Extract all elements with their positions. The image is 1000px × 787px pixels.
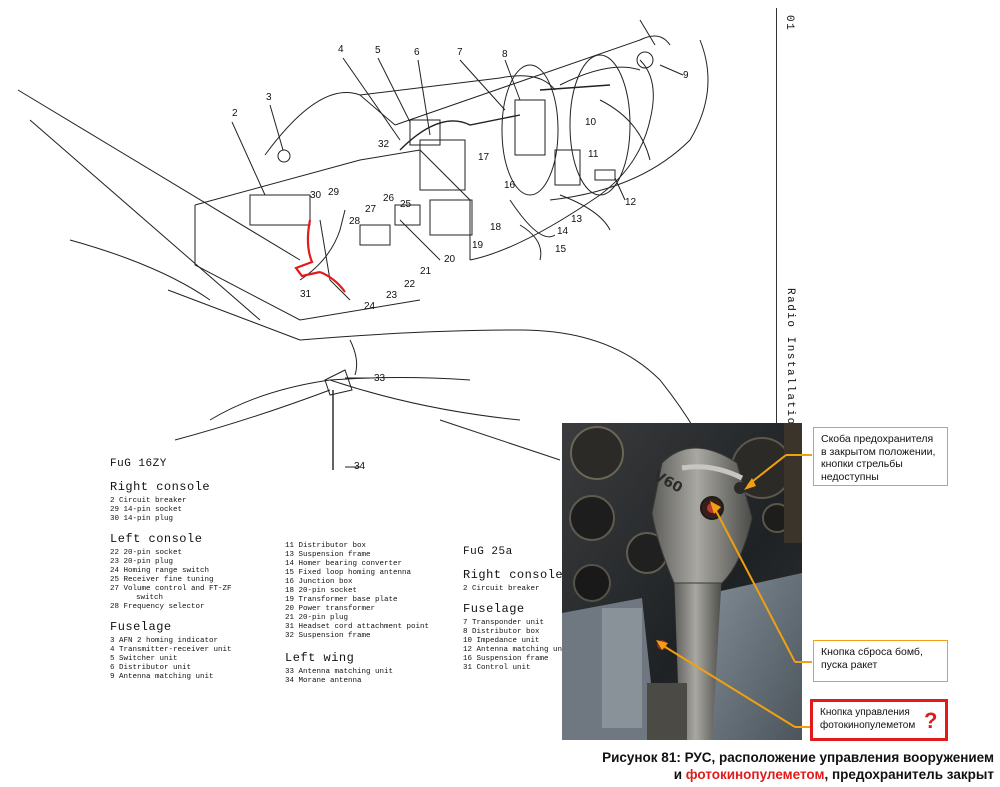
caption-pre: и bbox=[673, 767, 686, 782]
caption-post: , предохранитель закрыт bbox=[824, 767, 994, 782]
legend-item: 28 Frequency selector bbox=[110, 603, 205, 611]
legend-heading: Fuselage bbox=[463, 602, 525, 616]
diagram-label-20: 20 bbox=[444, 254, 456, 265]
diagram-label-14: 14 bbox=[557, 226, 569, 237]
legend-item: 31 Headset cord attachment point bbox=[285, 623, 430, 631]
legend-item: 32 Suspension frame bbox=[285, 632, 371, 640]
diagram-label-23: 23 bbox=[386, 290, 398, 301]
legend-heading: Right console bbox=[463, 568, 564, 582]
diagram-label-25: 25 bbox=[400, 199, 412, 210]
diagram-label-33: 33 bbox=[374, 373, 386, 384]
diagram-label-4: 4 bbox=[338, 44, 344, 55]
legend-fug25a: FuG 25a Right console 2 Circuit breaker … bbox=[463, 546, 571, 681]
question-mark-icon: ? bbox=[924, 708, 938, 733]
diagram-label-7: 7 bbox=[457, 47, 463, 58]
diagram-label-34: 34 bbox=[354, 461, 366, 472]
diagram-label-2: 2 bbox=[232, 108, 238, 119]
legend-item: 23 20-pin plug bbox=[110, 558, 174, 566]
legend-item: 3 AFN 2 homing indicator bbox=[110, 637, 219, 645]
control-stick-photo: V60 bbox=[562, 423, 802, 740]
legend-item: 11 Distributor box bbox=[285, 542, 367, 550]
diagram-label-5: 5 bbox=[375, 45, 381, 56]
diagram-label-12: 12 bbox=[625, 197, 637, 208]
legend-item: 18 20-pin socket bbox=[285, 587, 358, 595]
legend-item: 21 20-pin plug bbox=[285, 614, 349, 622]
legend-item: 33 Antenna matching unit bbox=[285, 668, 394, 676]
legend-item: 19 Transformer base plate bbox=[285, 596, 398, 604]
diagram-label-10: 10 bbox=[585, 117, 597, 128]
legend-item: 16 Suspension frame bbox=[463, 655, 549, 663]
legend-item: 2 Circuit breaker bbox=[463, 585, 540, 593]
legend-item: 34 Morane antenna bbox=[285, 677, 362, 685]
diagram-label-29: 29 bbox=[328, 187, 340, 198]
legend-fug16zy-extra: 11 Distributor box 13 Suspension frame 1… bbox=[285, 542, 429, 694]
diagram-label-11: 11 bbox=[588, 149, 599, 160]
legend-item: 22 20-pin socket bbox=[110, 549, 183, 557]
diagram-label-19: 19 bbox=[472, 240, 484, 251]
legend-heading: Fuselage bbox=[110, 620, 172, 634]
callout-bomb-button: Кнопка сброса бомб, пуска ракет bbox=[813, 640, 948, 682]
legend-item: 4 Transmitter-receiver unit bbox=[110, 646, 232, 654]
caption-line-2: и фотокинопулеметом, предохранитель закр… bbox=[602, 766, 994, 783]
legend-item: 16 Junction box bbox=[285, 578, 353, 586]
legend-title: FuG 25a bbox=[463, 546, 513, 558]
diagram-label-28: 28 bbox=[349, 216, 361, 227]
legend-fug16zy: FuG 16ZY Right console 2 Circuit breaker… bbox=[110, 458, 232, 690]
page-divider bbox=[776, 8, 777, 423]
legend-item: 7 Transponder unit bbox=[463, 619, 545, 627]
diagram-label-31: 31 bbox=[300, 289, 312, 300]
legend-item: 9 Antenna matching unit bbox=[110, 673, 214, 681]
diagram-label-22: 22 bbox=[404, 279, 416, 290]
legend-item: 13 Suspension frame bbox=[285, 551, 371, 559]
diagram-label-21: 21 bbox=[420, 266, 432, 277]
legend-heading: Left wing bbox=[285, 651, 355, 665]
wing-edge-line bbox=[17, 89, 301, 261]
diagram-label-30: 30 bbox=[310, 190, 322, 201]
diagram-label-18: 18 bbox=[490, 222, 502, 233]
diagram-label-16: 16 bbox=[504, 180, 516, 191]
diagram-label-26: 26 bbox=[383, 193, 395, 204]
diagram-label-32: 32 bbox=[378, 139, 390, 150]
diagram-label-27: 27 bbox=[365, 204, 377, 215]
legend-item: 6 Distributor unit bbox=[110, 664, 192, 672]
legend-item: 29 14-pin socket bbox=[110, 506, 183, 514]
legend-item: 8 Distributor box bbox=[463, 628, 540, 636]
legend-heading: Right console bbox=[110, 480, 211, 494]
legend-item: 27 Volume control and FT-ZF bbox=[110, 585, 232, 593]
legend-item: 10 Impedance unit bbox=[463, 637, 540, 645]
legend-item: 20 Power transformer bbox=[285, 605, 376, 613]
caption-line-1: Рисунок 81: РУС, расположение управления… bbox=[602, 750, 994, 765]
diagram-label-9: 9 bbox=[683, 70, 689, 81]
diagram-label-8: 8 bbox=[502, 49, 508, 60]
diagram-label-6: 6 bbox=[414, 47, 420, 58]
legend-item: 2 Circuit breaker bbox=[110, 497, 187, 505]
callout-trigger-guard: Скоба предохранителя в закрытом положени… bbox=[813, 427, 948, 486]
legend-item: switch bbox=[136, 594, 164, 602]
diagram-label-15: 15 bbox=[555, 244, 567, 255]
diagram-label-13: 13 bbox=[571, 214, 583, 225]
legend-item: 12 Antenna matching unit bbox=[463, 646, 572, 654]
legend-title: FuG 16ZY bbox=[110, 458, 167, 470]
legend-heading: Left console bbox=[110, 532, 203, 546]
legend-item: 24 Homing range switch bbox=[110, 567, 210, 575]
callout-camera-button: Кнопка управления фотокинопулеметом bbox=[810, 699, 948, 741]
legend-item: 15 Fixed loop homing antenna bbox=[285, 569, 412, 577]
diagram-label-24: 24 bbox=[364, 301, 376, 312]
legend-item: 31 Control unit bbox=[463, 664, 531, 672]
diagram-label-17: 17 bbox=[478, 152, 490, 163]
legend-item: 5 Switcher unit bbox=[110, 655, 178, 663]
caption-highlight: фотокинопулеметом bbox=[685, 767, 825, 782]
figure-caption: Рисунок 81: РУС, расположение управления… bbox=[602, 749, 994, 783]
diagram-label-3: 3 bbox=[266, 92, 272, 103]
legend-item: 14 Homer bearing converter bbox=[285, 560, 403, 568]
legend-item: 30 14-pin plug bbox=[110, 515, 174, 523]
legend-item: 25 Receiver fine tuning bbox=[110, 576, 214, 584]
